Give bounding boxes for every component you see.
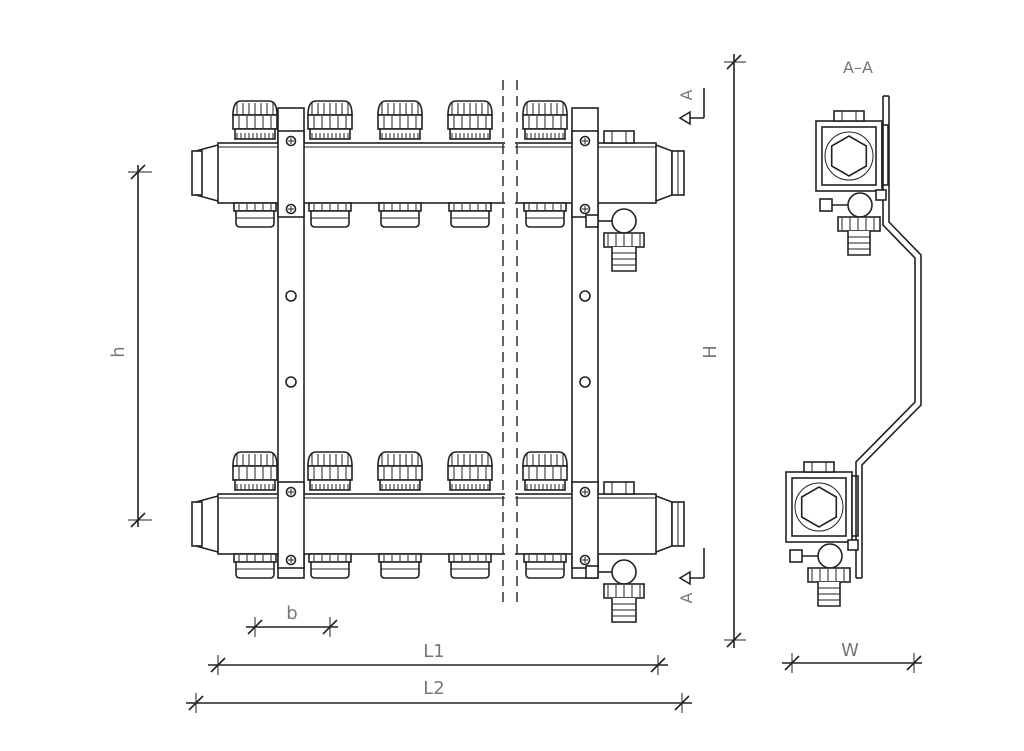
mounting-hole [579, 290, 591, 302]
air-vent [603, 481, 635, 495]
mounting-hole [579, 376, 591, 388]
screw [285, 554, 297, 566]
mounting-hole [285, 290, 297, 302]
section-mark-top-label: A [677, 89, 696, 100]
outlet-fitting [233, 202, 277, 228]
section-mark-bottom-label: A [677, 592, 696, 603]
supply-manifold-bar [191, 100, 685, 272]
dim-label-b: b [286, 603, 297, 624]
section-mark-bottom [678, 548, 705, 586]
air-vent [603, 130, 635, 144]
drain-valve [585, 208, 645, 272]
screw [579, 554, 591, 566]
valve-knob [447, 451, 493, 491]
dim-label-H: H [700, 345, 721, 359]
dimension-lines [128, 54, 922, 713]
front-view [191, 80, 705, 623]
screw [285, 203, 297, 215]
dim-label-L1: L1 [423, 641, 444, 662]
valve-housing [815, 120, 883, 192]
section-mark-top [678, 88, 705, 126]
bracket-screw [875, 189, 887, 201]
outlet-fitting [448, 553, 492, 579]
mounting-hole [285, 376, 297, 388]
side-lower-valve-unit [785, 461, 859, 607]
mounting-bracket [855, 96, 916, 578]
dim-label-W: W [841, 640, 859, 661]
screw [579, 486, 591, 498]
valve-knob [522, 100, 568, 140]
outlet-fitting [378, 553, 422, 579]
outlet-fitting [308, 553, 352, 579]
side-section-view [785, 95, 922, 607]
return-manifold-bar [191, 451, 685, 623]
bracket-clamp [277, 130, 305, 218]
valve-knob [447, 100, 493, 140]
section-title: A–A [843, 58, 873, 77]
dim-label-h: h [108, 346, 129, 357]
hex-nut [800, 486, 838, 528]
hex-nut [830, 135, 868, 177]
valve-knob [307, 100, 353, 140]
bracket-screw [847, 539, 859, 551]
valve-knob [377, 100, 423, 140]
outlet-fitting [308, 202, 352, 228]
valve-knob [232, 451, 278, 491]
outlet-fitting [233, 553, 277, 579]
valve-knob [307, 451, 353, 491]
outlet-fitting [523, 553, 567, 579]
valve-knob [377, 451, 423, 491]
side-upper-valve-unit [815, 110, 889, 256]
screw [285, 486, 297, 498]
screw [579, 135, 591, 147]
outlet-fitting [378, 202, 422, 228]
outlet-fitting [523, 202, 567, 228]
screw [285, 135, 297, 147]
outlet-fitting [448, 202, 492, 228]
drain-valve [585, 559, 645, 623]
dim-label-L2: L2 [423, 678, 444, 699]
break-gap [505, 96, 515, 596]
valve-knob [232, 100, 278, 140]
screw [579, 203, 591, 215]
valve-knob [522, 451, 568, 491]
